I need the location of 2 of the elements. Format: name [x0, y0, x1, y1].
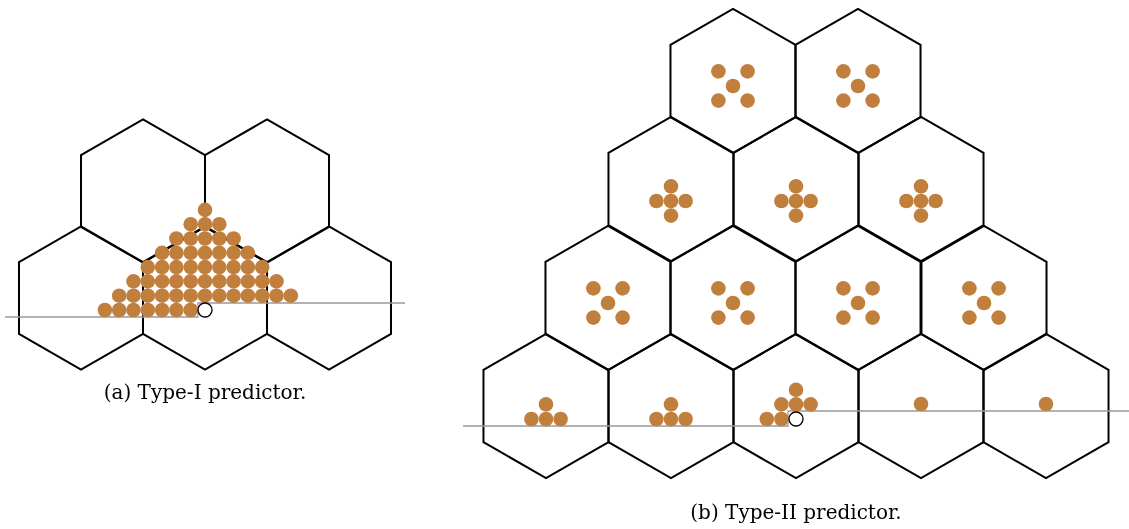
- caption: (a) Type-I predictor.: [103, 380, 307, 404]
- caption: (b) Type-II predictor.: [690, 500, 902, 524]
